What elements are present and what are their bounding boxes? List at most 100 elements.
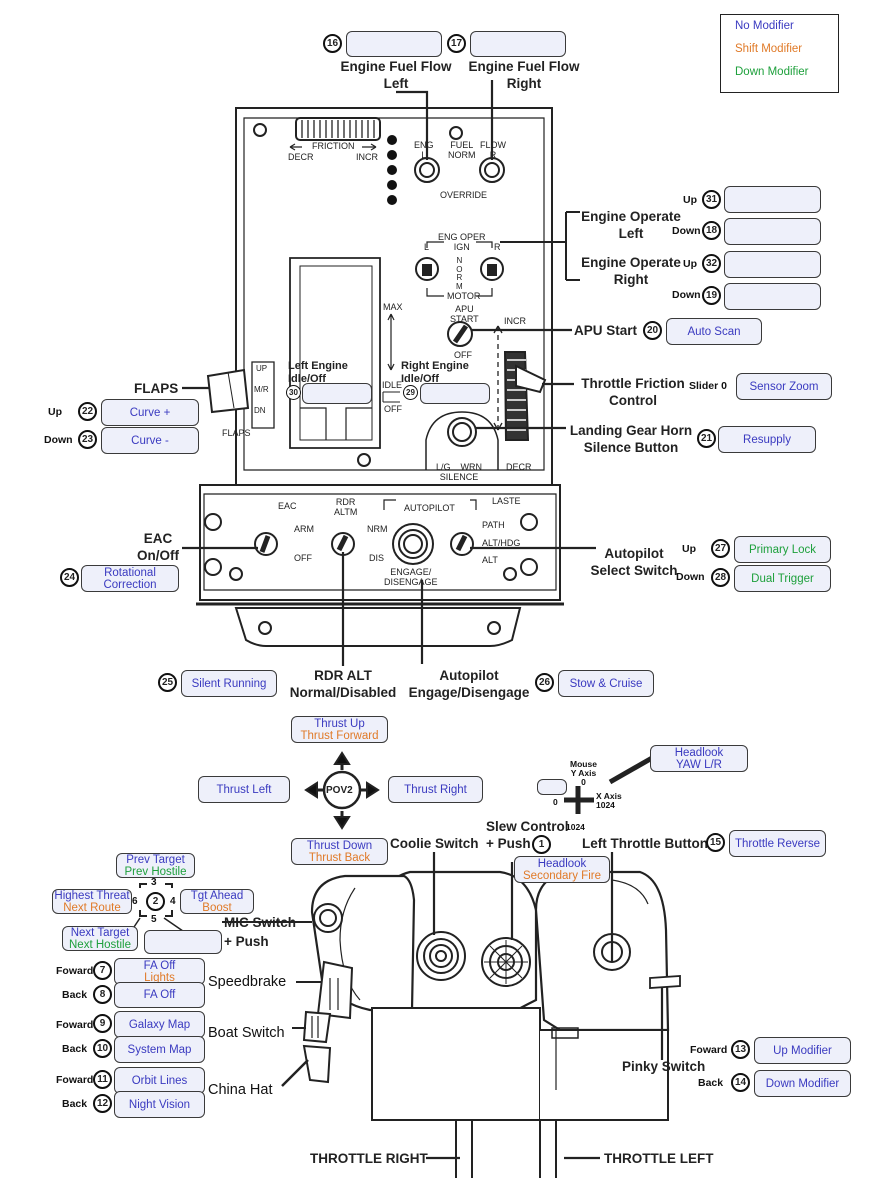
hat2-digit-left: 6 [132,896,138,907]
headlook-leader [610,758,652,782]
binding-text: Tgt Ahead [191,890,243,902]
label-up-22: Up [48,406,62,418]
binding-box-8: FA Off [114,982,205,1008]
label-apu-start: APU Start [574,322,637,339]
binding-box-25: Silent Running [181,670,277,697]
label-x-axis: X Axis 1024 [596,792,622,810]
binding-box-32 [724,251,821,278]
label-down-18: Down [672,225,701,237]
binding-text: Resupply [743,434,791,446]
panel-eng-oper-ign: ENG OPER IGN [438,232,486,252]
mouse-axis-cross [564,786,594,814]
panel-eac: EAC [278,501,297,511]
badge-20: 20 [643,321,662,340]
panel-l: L [424,242,429,252]
binding-text: Next Route [63,902,121,914]
binding-box-20: Auto Scan [666,318,762,345]
panel-flaps-mr: M/R [254,385,269,395]
panel-lg-silence: L/G WRN SILENCE [436,462,482,482]
label-autopilot-select: Autopilot Select Switch [584,545,684,579]
panel-off3: OFF [294,553,312,563]
label-down-28: Down [676,571,705,583]
label-up-32: Up [683,258,697,270]
label-eac: EAC On/Off [134,530,182,564]
binding-text: Down Modifier [766,1078,840,1090]
binding-text: Prev Target [126,854,185,866]
binding-text: FA Off [144,960,176,972]
badge-27: 27 [711,539,730,558]
binding-text: Highest Threat [54,890,129,902]
badge-31: 31 [702,190,721,209]
label-axis-1024: 1024 [566,822,585,832]
panel-flaps: FLAPS [222,428,251,438]
binding-box-10: System Map [114,1036,205,1063]
binding-text: Correction [103,579,156,591]
leader-china-hat [282,1060,308,1086]
binding-text: Prev Hostile [125,866,187,878]
label-pinky-switch: Pinky Switch [622,1058,705,1075]
binding-box-headlook_yaw: HeadlookYAW L/R [650,745,748,772]
badge-22: 22 [78,402,97,421]
binding-text: Thrust Up [314,718,365,730]
binding-box-15: Throttle Reverse [729,830,826,857]
pov2-arrow-left [306,783,317,797]
panel-decr2: DECR [506,462,532,472]
binding-text: Night Vision [129,1099,190,1111]
binding-text: Rotational [104,567,156,579]
label-axis-zero: 0 [553,797,558,807]
panel-laste: LASTE [492,496,521,506]
label-mouse-y-axis: Mouse Y Axis 0 [570,760,597,787]
lower-panel-foot [236,608,520,646]
label-foward-13: Foward [690,1044,727,1056]
panel-arm: ARM [294,524,314,534]
label-throttle-friction: Throttle Friction Control [576,375,690,409]
badge-9: 9 [93,1014,112,1033]
badge-2: 2 [146,892,165,911]
binding-text: Thrust Forward [301,730,379,742]
badge-16: 16 [323,34,342,53]
binding-box-13: Up Modifier [754,1037,851,1064]
binding-box-16 [346,31,442,57]
binding-text: Curve + [130,407,171,419]
label-foward-11: Foward [56,1074,93,1086]
badge-32: 32 [702,254,721,273]
label-back-10: Back [62,1043,87,1055]
panel-off2: OFF [384,404,402,414]
label-left-throttle-button: Left Throttle Button [582,835,708,852]
label-rdr-alt: RDR ALT Normal/Disabled [283,667,403,701]
label-plus-push: + Push [224,933,269,950]
china-hat [304,1046,330,1082]
binding-text: Thrust Right [404,784,467,796]
flaps-lever [208,370,248,412]
binding-text: Next Target [71,927,130,939]
binding-box-5: Next TargetNext Hostile [62,926,138,951]
panel-engage-disengage: ENGAGE/ DISENGAGE [384,567,438,587]
binding-text: Auto Scan [687,326,740,338]
label-landing-gear-horn: Landing Gear Horn Silence Button [568,422,694,456]
panel-autopilot: AUTOPILOT [404,503,455,513]
label-pov2: POV2 [326,782,353,799]
badge-11: 11 [93,1070,112,1089]
binding-box-12: Night Vision [114,1091,205,1118]
panel-norm: N O R M [456,257,463,291]
binding-text: Orbit Lines [132,1075,188,1087]
label-up-27: Up [682,543,696,555]
panel-motor: MOTOR [447,291,480,301]
modifier-legend: No Modifier Shift Modifier Down Modifier [720,14,839,93]
binding-box-21: Resupply [718,426,816,453]
binding-box-14: Down Modifier [754,1070,851,1097]
panel-alt: ALT [482,555,498,565]
label-china-hat: China Hat [208,1082,272,1099]
badge-26: 26 [535,673,554,692]
binding-text: Thrust Back [309,852,370,864]
speedbrake-switch [318,962,352,1018]
panel-decr: DECR [288,152,314,162]
label-foward-9: Foward [56,1019,93,1031]
badge-28: 28 [711,568,730,587]
binding-text: Next Hostile [69,939,131,951]
pov2-arrow-up [335,753,349,764]
binding-box-28: Dual Trigger [734,565,831,592]
binding-box-30 [302,383,372,404]
badge-25: 25 [158,673,177,692]
binding-box-18 [724,218,821,245]
